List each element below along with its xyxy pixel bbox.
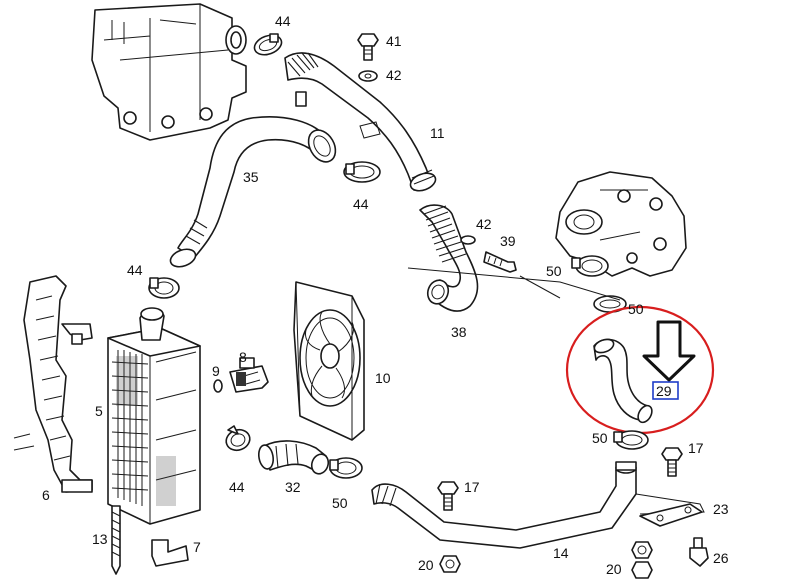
fan-10: [293, 281, 365, 441]
clamp-44-lower: [225, 425, 251, 452]
label-20-right: 20: [606, 561, 622, 577]
bolt-39: [483, 251, 517, 273]
clamp-50-second: [593, 295, 627, 313]
label-29: 29: [656, 383, 672, 399]
nut-20-right: [631, 541, 653, 579]
label-23: 23: [713, 501, 729, 517]
bracket-7: [151, 539, 189, 567]
label-44-lower: 44: [229, 479, 245, 495]
label-14: 14: [553, 545, 569, 561]
label-35: 35: [243, 169, 259, 185]
clamp-50-lower-left: [329, 457, 363, 479]
sensor-8: [229, 357, 269, 393]
label-44-top: 44: [275, 13, 291, 29]
label-50-lower-right: 50: [592, 430, 608, 446]
clamp-44-left: [148, 277, 180, 299]
pipe-14: [371, 461, 705, 549]
clamp-50-upper: [571, 255, 609, 277]
hose-38: [419, 204, 479, 312]
label-44-middle: 44: [353, 196, 369, 212]
label-8: 8: [239, 349, 247, 365]
label-11: 11: [430, 125, 445, 141]
label-39: 39: [500, 233, 516, 249]
part-labels: 44 41 42 11 35 44 42 39 50 44 50 38 9 8 …: [42, 13, 729, 577]
right-housing: [555, 171, 687, 277]
label-38: 38: [451, 324, 467, 340]
bolt-41: [357, 33, 379, 61]
nut-20-left: [439, 555, 461, 573]
label-50-upper: 50: [546, 263, 562, 279]
connector-lines: [407, 267, 621, 301]
cooler-5: [107, 307, 201, 525]
label-10: 10: [375, 370, 391, 386]
label-20-left: 20: [418, 557, 434, 573]
hose-35: [169, 116, 337, 268]
label-41: 41: [386, 33, 402, 49]
clamp-50-lower-right: [613, 430, 649, 450]
label-50-second: 50: [628, 301, 644, 317]
washer-42-top: [358, 70, 378, 82]
hose-11: [284, 52, 437, 192]
label-9: 9: [212, 363, 220, 379]
bolt-26: [689, 537, 709, 567]
screw-13: [111, 505, 121, 575]
bolt-17-right: [661, 447, 683, 477]
clamp-44-top: [253, 33, 283, 56]
label-32: 32: [285, 479, 301, 495]
bolt-17-left: [437, 481, 459, 511]
label-5: 5: [95, 403, 103, 419]
label-13: 13: [92, 531, 108, 547]
hose-29: [593, 338, 653, 424]
label-17-left: 17: [464, 479, 480, 495]
clamp-44-middle: [343, 161, 381, 183]
label-6: 6: [42, 487, 50, 503]
washer-42-middle: [460, 235, 476, 245]
hose-32: [257, 440, 330, 475]
bracket-23: [639, 503, 703, 527]
label-26: 26: [713, 550, 729, 566]
ring-9: [213, 379, 223, 393]
down-arrow-icon: [642, 320, 696, 382]
label-17-right: 17: [688, 440, 704, 456]
label-44-left: 44: [127, 262, 143, 278]
bracket-6: [13, 275, 93, 493]
part-29-highlight-box: [652, 381, 679, 400]
label-50-lower-left: 50: [332, 495, 348, 511]
label-7: 7: [193, 539, 201, 555]
air-housing: [91, 3, 247, 141]
label-42-top: 42: [386, 67, 402, 83]
label-42-middle: 42: [476, 216, 492, 232]
